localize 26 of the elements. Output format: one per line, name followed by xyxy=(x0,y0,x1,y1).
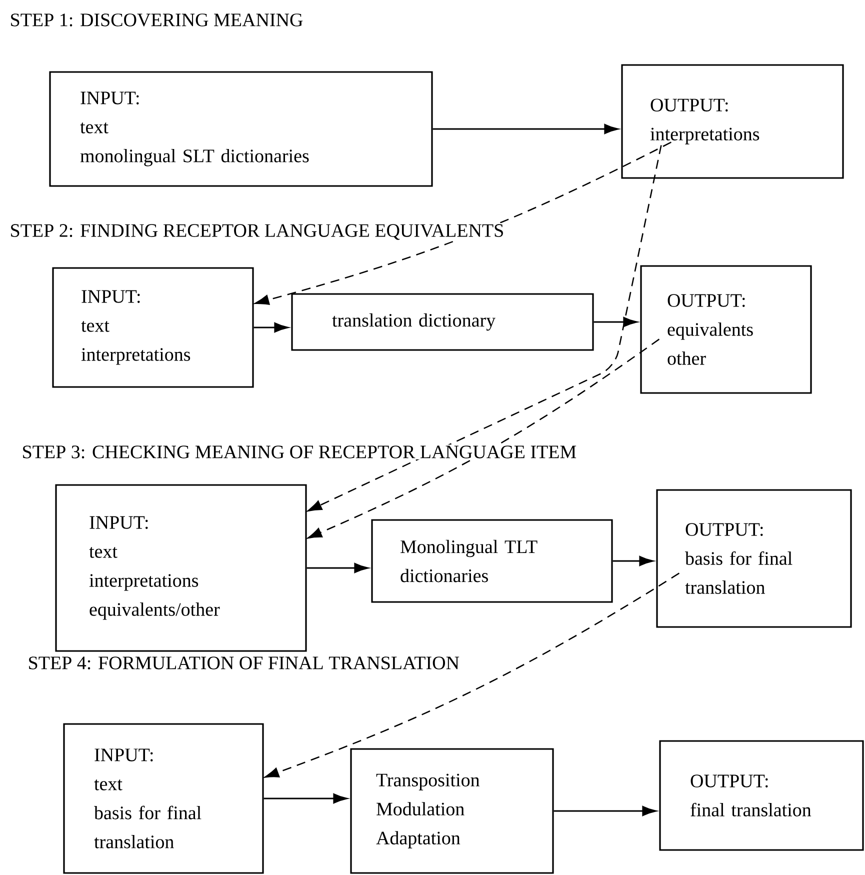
arrow xyxy=(432,124,618,134)
process-box: INPUT: text basis for final translation xyxy=(63,723,264,874)
process-box: OUTPUT: equivalents other xyxy=(640,265,812,394)
process-box: Monolingual TLT dictionaries xyxy=(371,519,613,603)
arrow xyxy=(307,145,662,512)
arrow xyxy=(306,563,368,573)
arrow xyxy=(307,338,660,539)
process-box: INPUT: text monolingual SLT dictionaries xyxy=(49,71,433,187)
arrow xyxy=(254,142,672,305)
arrow xyxy=(264,794,348,804)
step-heading: STEP 1: DISCOVERING MEANING xyxy=(8,12,304,28)
arrow xyxy=(554,806,656,816)
arrow xyxy=(264,572,680,778)
process-box: Transposition Modulation Adaptation xyxy=(350,748,554,874)
step-heading: STEP 3: CHECKING MEANING OF RECEPTOR LANGUAGE ITEM xyxy=(20,444,578,460)
process-box: INPUT: text interpretations xyxy=(52,267,254,388)
arrow xyxy=(612,556,654,566)
process-box: OUTPUT: basis for final translation xyxy=(656,489,852,628)
process-box: translation dictionary xyxy=(291,293,594,351)
step-heading: STEP 4: FORMULATION OF FINAL TRANSLATION xyxy=(26,656,461,670)
process-box: OUTPUT: final translation xyxy=(659,740,864,851)
step-heading: STEP 2: FINDING RECEPTOR LANGUAGE EQUIVALENTS xyxy=(8,223,506,241)
arrow xyxy=(594,317,638,327)
arrow xyxy=(254,322,288,332)
process-box: OUTPUT: interpretations xyxy=(621,64,844,179)
process-box: INPUT: text interpretations equivalents/other xyxy=(55,484,307,652)
